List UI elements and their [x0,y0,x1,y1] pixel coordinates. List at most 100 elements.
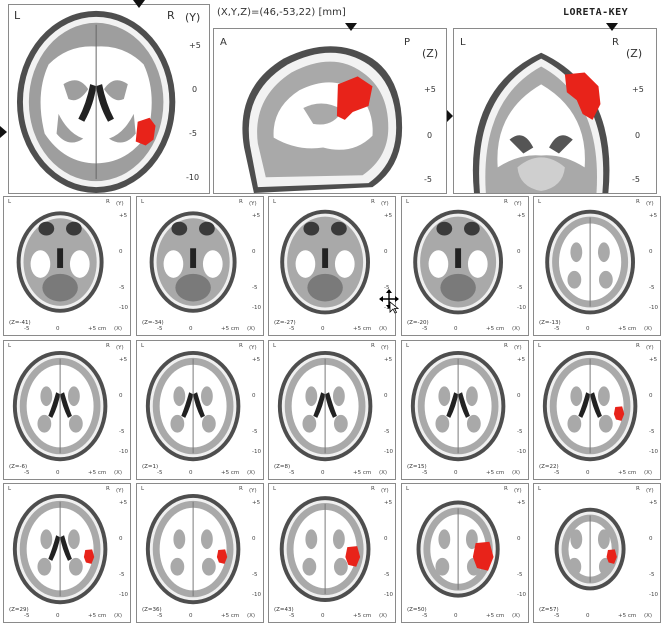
slice-y-tick: 0 [384,249,388,255]
sagittal-axis-label: (Z) [422,47,439,60]
slice-y-tick: -5 [252,572,258,578]
slice-right-label: R [239,486,243,492]
slice-x-tick: +5 cm [353,613,372,619]
slice-y-tick: -10 [649,305,658,311]
slice-y-tick: +5 [384,500,393,506]
slice-y-tick: 0 [649,393,653,399]
slice-y-tick: 0 [517,249,521,255]
slice-y-tick: +5 [649,500,658,506]
slice-x-tick: 0 [321,470,325,476]
slice-z-label: (Z=-20) [407,320,429,326]
slice-y-tick: -10 [649,449,658,455]
slice-left-label: L [538,486,542,492]
slice-z-label: (Z=8) [274,464,291,470]
slice-x-tick: (X) [512,470,521,476]
slice-brain-image [12,350,108,462]
sagittal-view-image [242,46,403,193]
slice-y-tick: -10 [119,449,128,455]
slice-left-label: L [406,343,410,349]
slice-y-axis-label: (Y) [116,201,124,207]
slice-brain-image [410,350,506,462]
axial-left-label: L [14,9,21,22]
slice-y-tick: +5 [119,213,128,219]
coronal-tick: +5 [632,85,644,94]
slice-x-tick: -5 [24,470,30,476]
slice-y-tick: +5 [384,213,393,219]
slice-right-label: R [636,199,640,205]
slice-x-tick: 0 [454,470,458,476]
slice-y-tick: +5 [384,357,393,363]
slice-x-tick: -5 [422,470,428,476]
slice-y-tick: -5 [649,285,655,291]
slice-brain-image [12,493,108,605]
coronal-view-image [472,52,610,193]
slice-x-tick: (X) [247,470,256,476]
slice-left-label: L [273,199,277,205]
slice-z-label: (Z=36) [142,607,162,613]
slice-left-label: L [273,486,277,492]
slice-y-tick: -10 [384,449,393,455]
slice-y-axis-label: (Y) [646,488,654,494]
slice-x-tick: +5 cm [353,326,372,332]
slice-x-tick: -5 [157,326,163,332]
axial-tick: -5 [189,129,197,138]
slice-y-tick: -10 [119,592,128,598]
slice-y-axis-label: (Y) [514,488,522,494]
slice-y-tick: -10 [649,592,658,598]
slice-z-label: (Z=43) [274,607,294,613]
slice-y-tick: +5 [517,213,526,219]
axial-view-panel[interactable]: L R (Y) +5 0 -5 -10 [8,4,210,194]
slice-y-axis-label: (Y) [249,345,257,351]
slice-y-axis-label: (Y) [514,201,522,207]
slice-x-tick: (X) [644,326,653,332]
slice-x-tick: (X) [247,613,256,619]
slice-y-tick: -10 [252,449,261,455]
slice-x-tick: (X) [114,470,123,476]
slice-z-label: (Z=-34) [142,320,164,326]
slice-x-tick: -5 [289,326,295,332]
slice-x-tick: (X) [379,326,388,332]
sagittal-tick: +5 [424,85,436,94]
slice-x-tick: 0 [321,613,325,619]
coronal-view-panel[interactable]: L R (Z) +5 0 -5 [453,28,657,194]
slice-y-tick: -5 [252,429,258,435]
app-title: LORETA-KEY [563,7,629,18]
slice-y-tick: +5 [649,213,658,219]
slice-panel[interactable]: LR(Y)+50-5-10(Z=-27)-50+5 cm(X) [268,196,396,336]
slice-z-label: (Z=-13) [539,320,561,326]
axial-tick: 0 [192,85,198,94]
slice-x-tick: (X) [379,613,388,619]
slice-brain-image [145,493,241,605]
slice-x-tick: -5 [24,613,30,619]
axial-right-label: R [167,9,175,22]
triangle-marker-icon [447,110,453,122]
slice-x-tick: +5 cm [88,326,107,332]
slice-y-tick: -5 [649,429,655,435]
slice-x-tick: -5 [157,470,163,476]
slice-left-label: L [406,199,410,205]
slice-x-tick: +5 cm [618,470,637,476]
sagittal-view-panel[interactable]: A P (Z) +5 0 -5 [213,28,447,194]
slice-x-tick: -5 [554,326,560,332]
slice-x-tick: -5 [157,613,163,619]
